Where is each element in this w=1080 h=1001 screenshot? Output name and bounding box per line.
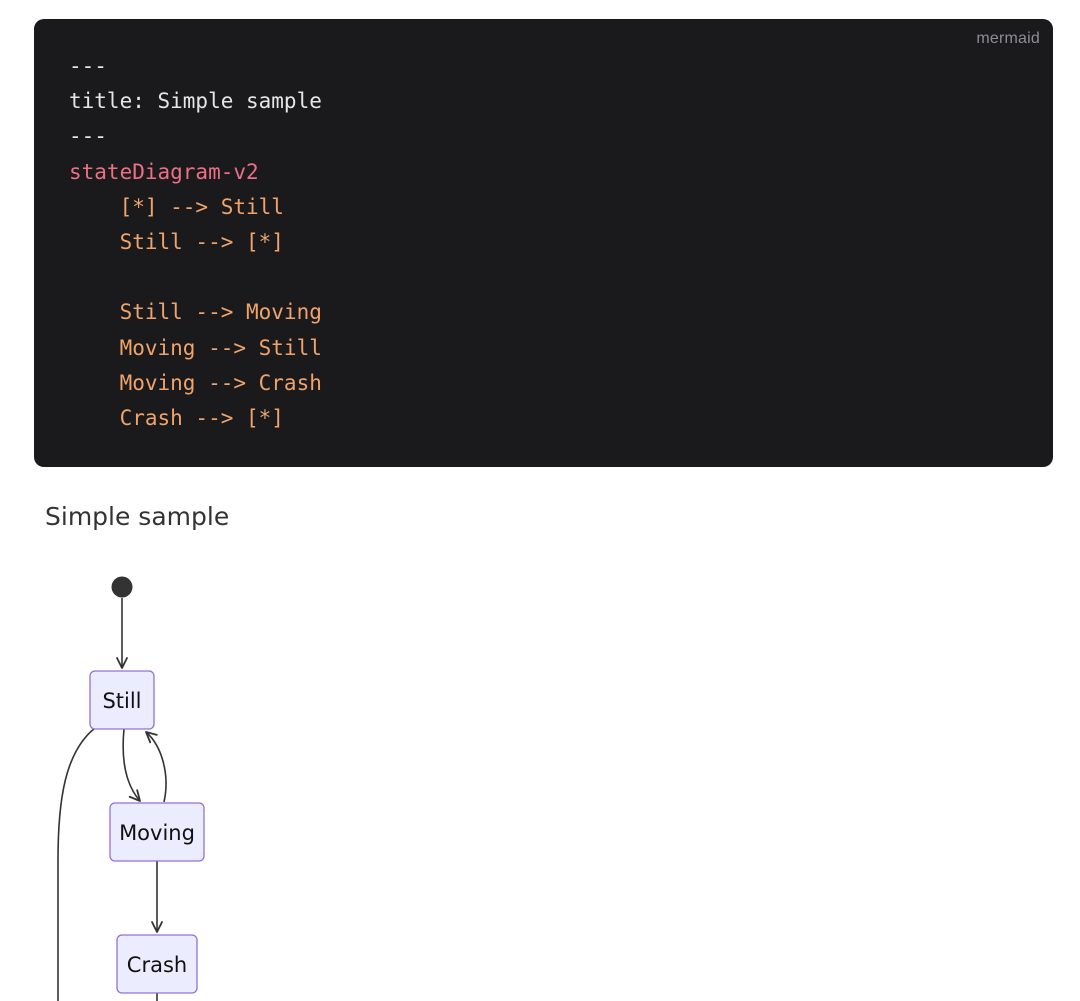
code-block: mermaid --- title: Simple sample --- sta…	[34, 19, 1053, 467]
code-line: stateDiagram-v2	[69, 159, 259, 184]
edge-still-to-end	[57, 727, 96, 1001]
state-node-crash: Crash	[116, 934, 198, 994]
code-line: Moving --> Still	[69, 335, 322, 360]
edge-still-to-moving	[122, 728, 141, 802]
state-label: Crash	[127, 953, 187, 977]
state-box	[116, 934, 198, 994]
code-lines: --- title: Simple sample --- stateDiagra…	[69, 49, 322, 436]
code-line: Crash --> [*]	[69, 405, 284, 430]
start-state-marker	[111, 576, 133, 598]
code-line: Still --> Moving	[69, 300, 322, 325]
state-box	[89, 670, 155, 730]
code-line: ---	[69, 124, 107, 149]
state-box	[109, 802, 205, 862]
language-badge: mermaid	[976, 30, 1040, 47]
code-line: Moving --> Crash	[69, 370, 322, 395]
state-node-still: Still	[89, 670, 155, 730]
state-label: Moving	[119, 821, 195, 845]
diagram-title: Simple sample	[45, 502, 230, 531]
code-line: Still --> [*]	[69, 229, 284, 254]
edge-moving-to-still	[145, 731, 167, 803]
state-node-moving: Moving	[109, 802, 205, 862]
code-line: title: Simple sample	[69, 89, 322, 114]
code-line: [*] --> Still	[69, 194, 284, 219]
code-line: ---	[69, 54, 107, 78]
state-label: Still	[102, 689, 141, 713]
